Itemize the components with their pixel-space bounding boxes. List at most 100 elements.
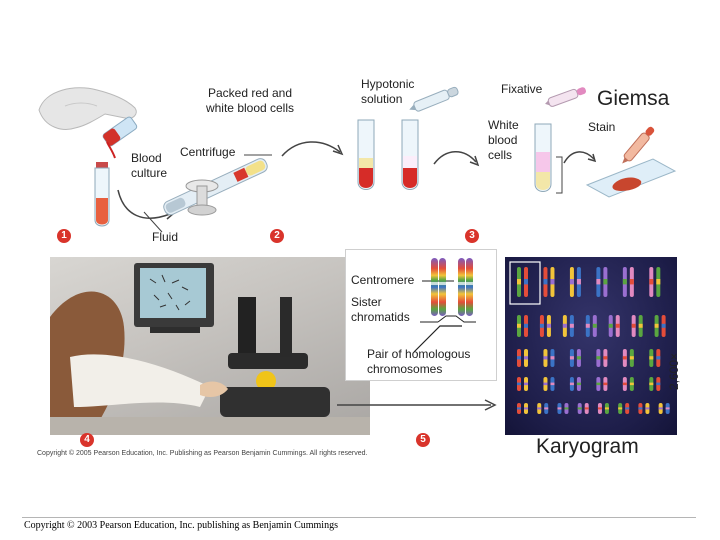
karyogram-chromosome (622, 349, 627, 367)
stain-pipette (622, 126, 655, 164)
karyogram-panel (505, 257, 677, 435)
arrow-to-fixative (433, 151, 480, 167)
karyogram-chromosome (524, 377, 528, 391)
lab-microscope-photo (50, 257, 370, 435)
karyogram-chromosome (645, 403, 650, 414)
centromere-label: Centromere (351, 273, 415, 287)
karyogram-chromosome (656, 267, 661, 297)
karyogram-chromosome (576, 377, 581, 391)
homologous-pair-leader (413, 325, 462, 353)
sister-chromatids-label: Sister chromatids (351, 295, 410, 324)
centrifuge-leader-line (244, 154, 272, 156)
karyogram-chromosome (656, 377, 661, 391)
centrifuge-label: Centrifuge (180, 145, 236, 159)
fluid-label: Fluid (152, 230, 179, 244)
karyogram-chromosome (524, 267, 528, 297)
arrow-to-karyogram (337, 399, 497, 411)
karyogram-chromosome (524, 403, 528, 414)
karyogram-chromosome (539, 315, 544, 337)
karyogram-chromosome (603, 377, 608, 391)
karyogram-chromosome (517, 377, 521, 391)
karyogram-chromosome (569, 349, 574, 367)
fixative-dropper (545, 87, 586, 107)
stain-label: Stain (588, 120, 616, 134)
gloved-hand-illustration (38, 87, 138, 159)
homologous-chromosome-pair (430, 258, 474, 316)
footer-copyright: Copyright © 2003 Pearson Education, Inc.… (24, 520, 338, 531)
karyogram-chromosome (517, 267, 521, 297)
step-5-badge: 5 (416, 433, 430, 447)
karyogram-label: Karyogram (536, 435, 639, 458)
karyogram-highlight-box (509, 261, 541, 305)
karyogram-chromosome (596, 377, 601, 391)
karyogram-chromosome (625, 403, 630, 414)
karyogram-chromosome (629, 377, 634, 391)
karyogram-chromosome (562, 315, 567, 337)
karyogram-chromosome (537, 403, 542, 414)
karyogram-chromosome (622, 377, 627, 391)
hypotonic-dropper (409, 86, 459, 112)
karyogram-chromosome (629, 349, 634, 367)
karyogram-chromosome (517, 403, 521, 414)
step-3-badge: 3 (465, 229, 479, 243)
karyogram-chromosome (597, 403, 602, 414)
karyogram-chromosome (658, 403, 663, 414)
karyogram-chromosome (546, 315, 551, 337)
stained-slide (585, 158, 677, 198)
karyogram-chromosome (550, 349, 555, 367)
karyogram-chromosome (576, 267, 581, 297)
karyogram-chromosome (622, 267, 627, 297)
karyogram-chromosome (596, 267, 601, 297)
fluid-leader-line (143, 211, 163, 233)
karyogram-chromosome (544, 403, 549, 414)
karyogram-chromosome (577, 403, 582, 414)
arrow-to-slide (563, 151, 597, 164)
white-blood-cells-label: White blood cells (488, 118, 519, 162)
karyogram-chromosome (524, 315, 528, 337)
step-1-badge: 1 (57, 229, 71, 243)
karyogram-chromosome (517, 315, 521, 337)
karyogram-chromosome (569, 267, 574, 297)
footer-rule (22, 517, 696, 518)
homologous-pair-label: Pair of homologous chromosomes (367, 347, 471, 376)
karyogram-chromosome (569, 377, 574, 391)
karyogram-chromosome (557, 403, 562, 414)
karyogram-chromosome (596, 349, 601, 367)
tube-bracket (556, 156, 563, 194)
karyogram-chromosome (604, 403, 609, 414)
step-2-badge: 2 (270, 229, 284, 243)
fixative-label: Fixative (501, 82, 543, 96)
fixative-tube (534, 123, 552, 192)
karyogram-chromosome (543, 349, 548, 367)
step-4-badge: 4 (80, 433, 94, 447)
hypotonic-tube-1 (357, 119, 375, 190)
karyogram-chromosome (638, 403, 643, 414)
karyogram-chromosome (585, 315, 590, 337)
magnification-label: 2,600× (667, 352, 681, 390)
karyogram-chromosome (592, 315, 597, 337)
sister-chromatids-leader (420, 315, 476, 323)
karyogram-chromosome (550, 377, 555, 391)
giemsa-label: Giemsa (597, 87, 670, 110)
karyogram-chromosome (603, 267, 608, 297)
karyogram-chromosome (543, 377, 548, 391)
karyogram-chromosome (569, 315, 574, 337)
karyogram-chromosome (656, 349, 661, 367)
karyogram-chromosome (608, 315, 613, 337)
karyogram-chromosome (584, 403, 589, 414)
karyogram-chromosome (649, 349, 654, 367)
karyogram-chromosome (649, 377, 654, 391)
blood-culture-label: Blood culture (131, 151, 168, 180)
karyogram-chromosome (631, 315, 636, 337)
hypotonic-tube-2 (401, 119, 419, 190)
karyogram-chromosome (665, 403, 670, 414)
karyogram-chromosome (543, 267, 548, 297)
karyogram-chromosome (524, 349, 528, 367)
blood-culture-tube (94, 162, 110, 227)
karyogram-chromosome (576, 349, 581, 367)
karyogram-chromosome (564, 403, 569, 414)
karyogram-chromosome (615, 315, 620, 337)
arrow-to-hypotonic (281, 141, 344, 157)
karyogram-chromosome (649, 267, 654, 297)
karyogram-chromosome (517, 349, 521, 367)
